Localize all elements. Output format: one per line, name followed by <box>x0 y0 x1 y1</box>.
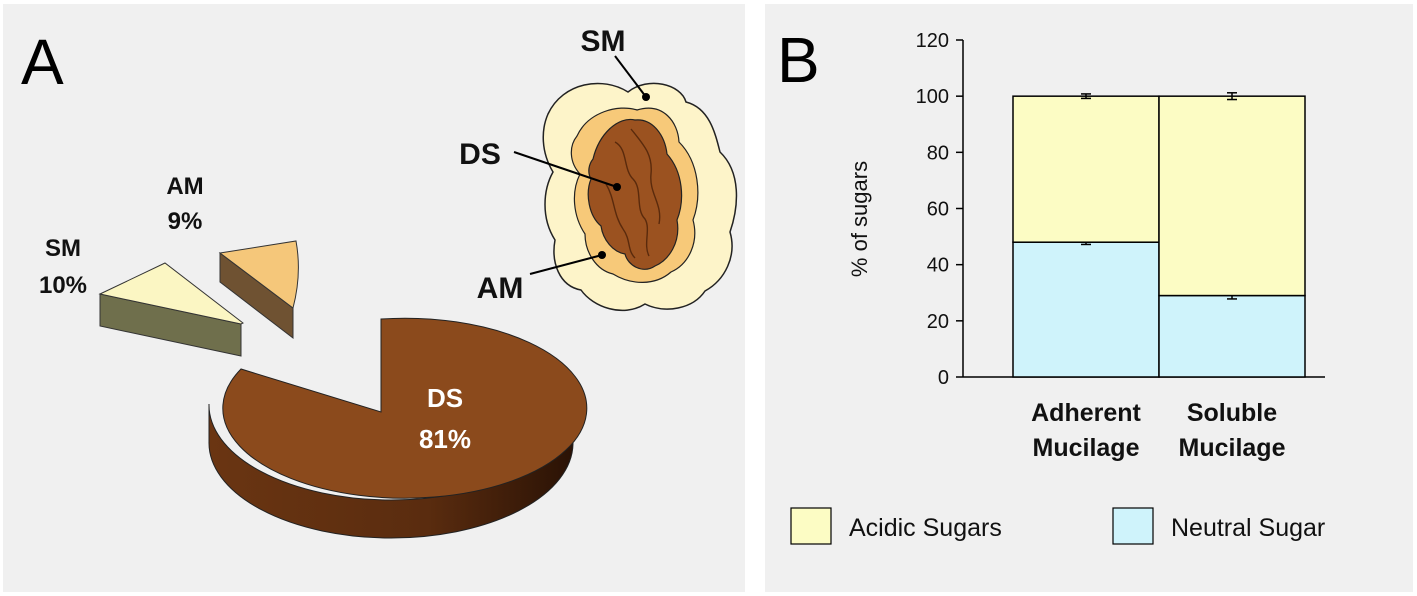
ds-slice-value: 81% <box>419 424 471 454</box>
y-tick-label: 120 <box>916 30 949 52</box>
y-tick-label: 0 <box>938 367 949 389</box>
chart-legend: Acidic Sugars Neutral Sugar <box>790 507 1325 545</box>
ds-slice-name: DS <box>427 383 463 413</box>
pie-slice-ds <box>208 317 588 539</box>
sm-slice-value: 10% <box>39 272 87 299</box>
panel-a: A SM 10% AM 9% DS 81% <box>3 4 745 592</box>
seed-label-sm: SM <box>581 25 626 58</box>
am-slice-value: 9% <box>168 208 203 235</box>
seed-dry-seed <box>587 118 683 270</box>
y-tick-label: 60 <box>927 199 949 221</box>
y-tick-label: 20 <box>927 311 949 333</box>
y-tick-label: 100 <box>916 86 949 108</box>
am-slice-name: AM <box>166 173 203 200</box>
x-category-label: Mucilage <box>1179 434 1286 462</box>
legend-swatch <box>1112 507 1154 545</box>
pie-slice-sm <box>98 262 244 357</box>
pie-chart-svg: A SM 10% AM 9% DS 81% <box>21 25 738 539</box>
bar-segment <box>1158 294 1306 378</box>
pie-slice-am <box>218 240 299 340</box>
panel-a-letter: A <box>21 26 64 98</box>
legend-label: Neutral Sugar <box>1171 514 1325 542</box>
seed-illustration <box>513 55 738 312</box>
y-tick-label: 80 <box>927 142 949 164</box>
x-category-label: Mucilage <box>1033 434 1140 462</box>
bar-segment <box>1012 241 1160 378</box>
seed-label-am: AM <box>477 272 524 305</box>
panel-b-letter: B <box>777 24 820 96</box>
sm-slice-name: SM <box>45 235 81 262</box>
legend-label: Acidic Sugars <box>849 514 1002 542</box>
seed-label-ds: DS <box>459 138 501 171</box>
y-tick-label: 40 <box>927 255 949 277</box>
x-category-label: Soluble <box>1187 399 1277 427</box>
bar-segment <box>1012 95 1160 243</box>
x-category-label: Adherent <box>1031 399 1141 427</box>
stacked-bar-chart: B % of sugars 0 20 40 60 80 100 120AdherentMuc… <box>777 24 1325 545</box>
y-axis-label: % of sugars <box>847 161 872 277</box>
legend-swatch <box>790 507 832 545</box>
bar-segment <box>1158 95 1306 297</box>
